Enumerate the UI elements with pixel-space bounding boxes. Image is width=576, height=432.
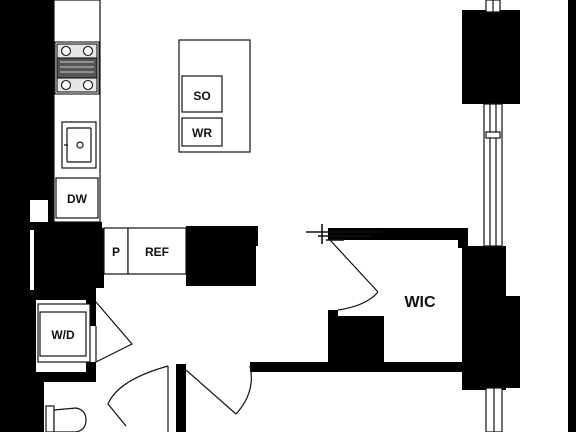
bath-door-left [107,365,169,432]
kitchen-sink-icon [61,121,97,169]
pantry-label: P [112,245,120,259]
pantry: P [103,227,129,275]
washer-dryer: W/D [37,303,91,363]
island-wr-box [181,117,223,147]
toilet-icon [45,405,87,432]
dishwasher: DW [55,177,99,219]
refrigerator: REF [127,227,187,275]
dishwasher-label: DW [67,192,88,206]
island-so-label: SO [193,89,210,103]
island-so-box [181,75,223,113]
window-right-upper [485,0,501,13]
wic-sliding-door [306,224,382,244]
refrigerator-label: REF [145,245,169,259]
bath-door-right [185,365,252,415]
window-right-lower [485,387,503,432]
window-right-middle [483,103,503,247]
kitchen-counter [53,0,101,223]
wic-swing-door [329,239,379,311]
cooktop-icon [54,41,100,95]
kitchen-island: SO WR [178,39,251,153]
washer-dryer-label: W/D [51,328,75,342]
island-wr-label: WR [192,126,212,140]
laundry-door [95,301,133,363]
wic-label: WIC [404,294,436,311]
